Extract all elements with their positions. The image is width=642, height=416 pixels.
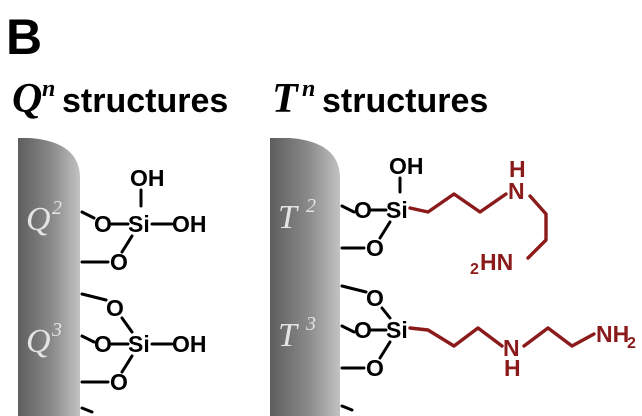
t3-ethylene-segment [522,326,596,348]
q2-site-superscript: 2 [52,197,62,219]
q3-site-symbol: Q [26,323,51,360]
t-surface-bond-cut [340,404,354,412]
t3-site-label: T 3 [278,313,316,354]
q3-bond-si-o-lower [120,354,134,374]
q3-oxygen-left: O [94,331,112,357]
t3-bond-o-si-top [380,306,392,320]
q2-site-label: Q 2 [26,197,62,238]
q2-hydroxyl-right: OH [172,211,207,237]
t2-oxygen-left: O [354,197,372,223]
t2-bond-si-o-lower [378,220,392,240]
t3-surface-bond-top [340,284,368,294]
t2-ethylene-segment [526,194,548,260]
t-structures-header: T n structures [272,76,488,122]
t-header-symbol: T [272,76,300,122]
t3-nitrogen-1: N [503,335,520,361]
q2-surface-bond-upper [80,210,96,220]
q3-surface-bond-mid [80,334,96,344]
q3-bond-o-si-top [120,316,134,334]
q3-silicon: Si [128,331,150,357]
t3-bond-si-o-lower [378,340,392,360]
t3-oxygen-top: O [366,285,384,311]
q-header-symbol: Q [12,76,42,122]
q2-oxygen-lower: O [110,249,128,275]
t-header-word: structures [322,82,488,120]
t3-surface-bond-mid [340,324,356,334]
t3-site-symbol: T [278,317,299,354]
t3-oxygen-lower: O [366,355,384,381]
q-structures-header: Q n structures [12,76,228,122]
t3-oxygen-left: O [354,317,372,343]
t-silica-surface [270,138,340,416]
panel-label: B [6,9,42,65]
t3-propyl-zigzag [408,326,504,348]
q-header-superscript: n [42,76,55,102]
t2-site-label: T 2 [278,195,316,236]
q-surface-bond-cut [80,406,94,414]
q2-site-symbol: Q [26,201,51,238]
q3-surface-bond-top [80,292,108,302]
t-header-superscript: n [302,76,315,102]
q2-silicon: Si [128,211,150,237]
t3-site-superscript: 3 [305,313,316,335]
q3-oxygen-lower: O [110,369,128,395]
t3-silicon: Si [386,317,408,343]
q2-oxygen-left: O [94,211,112,237]
q3-oxygen-top: O [106,295,124,321]
q3-site-superscript: 3 [51,319,62,341]
t2-silicon: Si [386,197,408,223]
t2-nitrogen-1-hydrogen: H [509,156,526,182]
t3-terminal-amine-nh: NH [596,321,629,347]
q-header-word: structures [62,82,228,120]
t2-amine-subscript: 2 [470,261,479,278]
t2-site-symbol: T [278,199,299,236]
q2-structure: O Si OH OH O [80,165,207,275]
t2-site-superscript: 2 [306,195,316,217]
t2-hydroxyl-top: OH [389,153,424,179]
q2-hydroxyl-top: OH [130,165,165,191]
t2-oxygen-lower: O [366,235,384,261]
q-silica-surface [18,138,80,416]
t2-surface-bond-upper [340,204,356,214]
t3-terminal-amine: NH 2 [596,321,636,352]
q3-hydroxyl-right: OH [172,331,207,357]
q3-structure: O O Si OH O [80,292,207,395]
t2-aminopropyl-chain: N H 2 HN [408,156,548,278]
t3-nitrogen-1-hydrogen: H [504,355,521,381]
t2-nitrogen-1: N [508,178,525,204]
t2-propyl-zigzag [408,192,508,214]
q3-site-label: Q 3 [26,319,62,360]
q2-bond-si-o-lower [120,234,134,254]
t3-aminopropyl-chain: N H NH 2 [408,321,636,381]
t2-terminal-amine: HN [480,249,513,275]
t2-structure: O Si OH O [340,153,424,261]
t3-structure: O O Si O [340,284,408,381]
t3-terminal-amine-subscript: 2 [627,335,636,352]
